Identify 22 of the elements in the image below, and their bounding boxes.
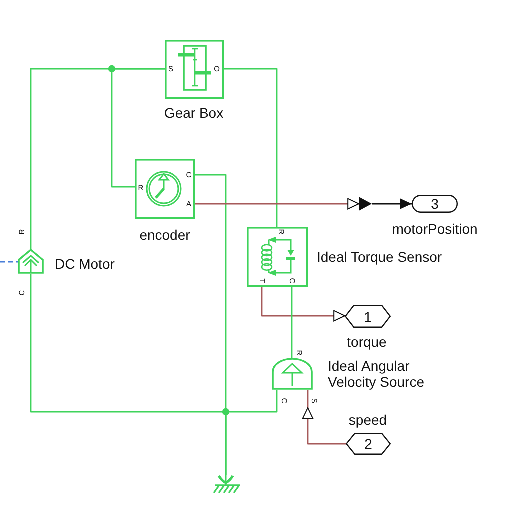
ground-symbol [211,475,241,494]
port-number: 3 [431,197,439,211]
converter-block [359,197,372,211]
block-label: torque [347,334,387,350]
connection-line [225,390,278,475]
block-label: speed [348,412,388,428]
arrow [372,198,412,210]
block-label: Gear Box [164,104,224,122]
block-label: motorPosition [392,220,478,238]
block-label: DC Motor [55,256,115,272]
block-label: Ideal Torque Sensor [317,248,442,266]
dashed-line [0,261,18,263]
arrow [261,287,346,322]
port-number: 1 [364,310,372,324]
block-label: encoder [140,226,190,244]
connection-line [111,68,165,188]
port-number: 2 [364,437,372,451]
block-label: Ideal Angular Velocity Source [328,358,426,390]
connection-line [224,68,278,227]
connection-line [291,287,293,358]
arrow [302,390,346,445]
arrow [195,198,360,210]
